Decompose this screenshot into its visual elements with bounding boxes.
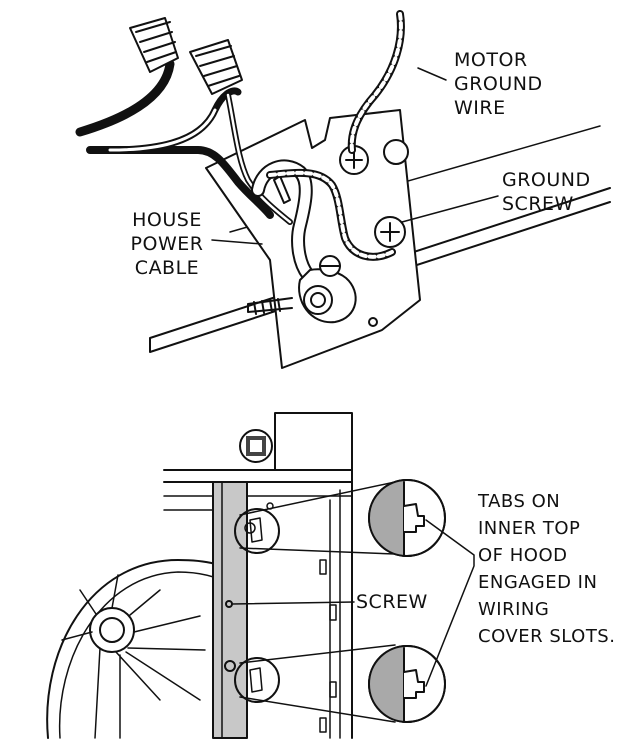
- magnified-detail-upper: [368, 479, 446, 557]
- wiring-cover: [212, 481, 248, 739]
- magnifier-connectors-upper: [239, 481, 396, 555]
- wire-nut-left: [129, 17, 179, 73]
- cable-clamp: [298, 255, 357, 324]
- cover-hole: [224, 660, 236, 672]
- label-ground-screw: GROUND SCREW: [502, 169, 591, 215]
- leader-house-power: [211, 239, 263, 245]
- leader-tabs: [425, 519, 475, 687]
- label-screw: SCREW: [356, 591, 428, 613]
- black-wire: [75, 59, 175, 137]
- slot-upper: [249, 517, 263, 543]
- magnifier-source-lower: [234, 657, 280, 703]
- plate-slot: [273, 175, 291, 204]
- white-wire-lower-inner: [226, 93, 292, 224]
- leader-ground-screw: [401, 195, 499, 223]
- hood-outline: [163, 412, 353, 739]
- magnified-detail-lower: [368, 645, 446, 723]
- leader-screw: [231, 601, 355, 605]
- blower-wheel: [46, 559, 241, 739]
- clamp-screw: [247, 297, 293, 315]
- hood-side-panel: [329, 489, 341, 739]
- plate-small-hole: [368, 317, 378, 327]
- cover-slots: [244, 502, 337, 733]
- cable-sheath-inner: [253, 161, 313, 280]
- ground-wire-inner: [268, 12, 403, 259]
- plate-hole: [383, 139, 409, 165]
- magnifier-source-upper: [234, 508, 280, 554]
- hood-badge: [239, 429, 273, 463]
- leader-motor-ground: [417, 67, 447, 81]
- top-wiring-figure: [75, 10, 611, 369]
- wire-nut-right: [189, 39, 243, 95]
- white-wire-inner: [108, 108, 217, 152]
- label-tabs-note: TABS ON INNER TOP OF HOOD ENGAGED IN WIR…: [478, 491, 616, 647]
- hood-inner-lines: [163, 495, 353, 511]
- label-house-power-cable: HOUSE POWER CABLE: [130, 209, 204, 279]
- slot-lower: [249, 667, 263, 693]
- label-motor-ground-wire: MOTOR GROUND WIRE: [454, 49, 543, 119]
- bottom-hood-figure: [46, 412, 475, 739]
- ground-screw-lower: [374, 216, 406, 248]
- magnifier-connectors-lower: [239, 644, 396, 723]
